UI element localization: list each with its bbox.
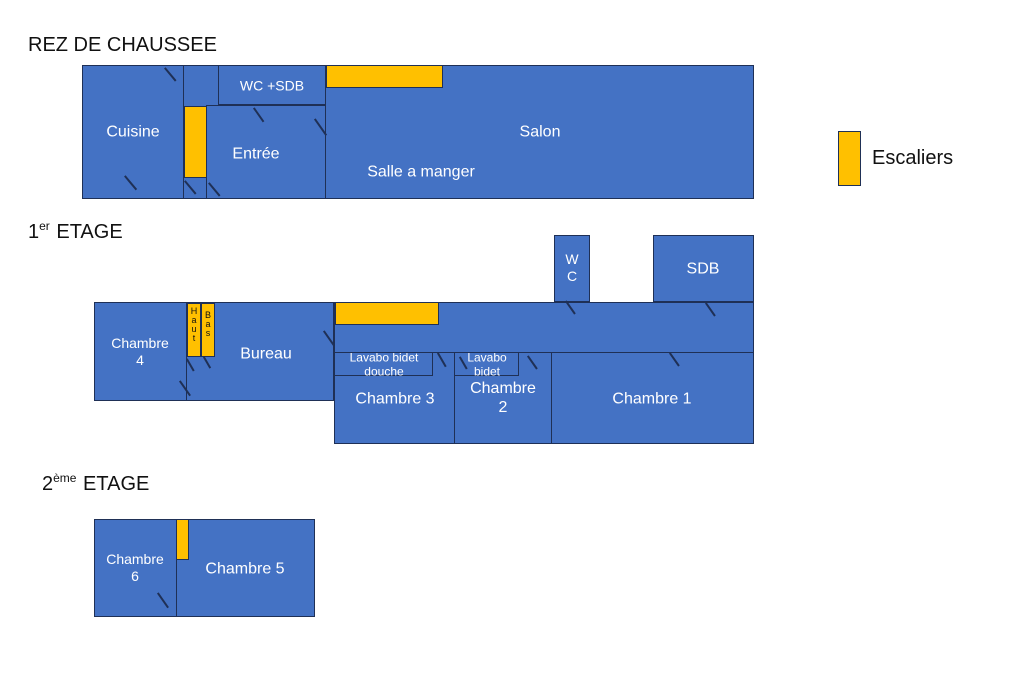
room-cuisine: [82, 65, 184, 199]
stair-bas: [201, 303, 215, 357]
label-chambre-4: Chambre 4: [111, 335, 169, 368]
room-sdb: [653, 235, 754, 302]
room-wc: [554, 235, 590, 302]
legend-stair-label: Escaliers: [872, 147, 954, 169]
stair-ground-salon: [326, 65, 443, 88]
second-floor-title: 2ème ETAGE: [42, 471, 150, 495]
room-wc-sdb: [218, 65, 326, 105]
room-chambre-1: [551, 352, 754, 444]
stair-haut-label: H a u t: [190, 306, 198, 343]
stair-haut: [187, 303, 201, 357]
label-salle-a-manger: Salle a manger: [367, 163, 475, 181]
label-bureau: Bureau: [240, 345, 292, 363]
room-lavabo-bidet-douche: [334, 352, 433, 376]
label-cuisine: Cuisine: [106, 123, 160, 141]
stair-first-corridor: [335, 302, 439, 325]
label-sdb: SDB: [686, 260, 720, 278]
label-lavabo-bidet-douche: Lavabo bidet douche: [349, 350, 419, 379]
room-chambre-4: [94, 302, 187, 401]
label-entree: Entrée: [232, 145, 280, 163]
label-lavabo-bidet: Lavabo bidet: [467, 350, 507, 379]
label-chambre-5: Chambre 5: [205, 560, 285, 578]
legend-stair-swatch: [838, 131, 861, 186]
stair-second: [176, 519, 189, 560]
label-chambre-1: Chambre 1: [612, 390, 692, 408]
stair-ground-entree: [184, 106, 207, 178]
label-wc-sdb: WC +SDB: [239, 77, 305, 94]
first-floor-title: 1er ETAGE: [28, 219, 123, 243]
stair-bas-label: B a s: [204, 310, 211, 338]
room-chambre-5: [176, 519, 315, 617]
label-salon: Salon: [519, 123, 561, 141]
ground-floor-title: REZ DE CHAUSSEE: [28, 34, 217, 56]
label-chambre-3: Chambre 3: [355, 390, 435, 408]
label-chambre-6: Chambre 6: [106, 551, 164, 584]
label-wc: W C: [565, 251, 579, 284]
label-chambre-2: Chambre 2: [470, 379, 536, 416]
